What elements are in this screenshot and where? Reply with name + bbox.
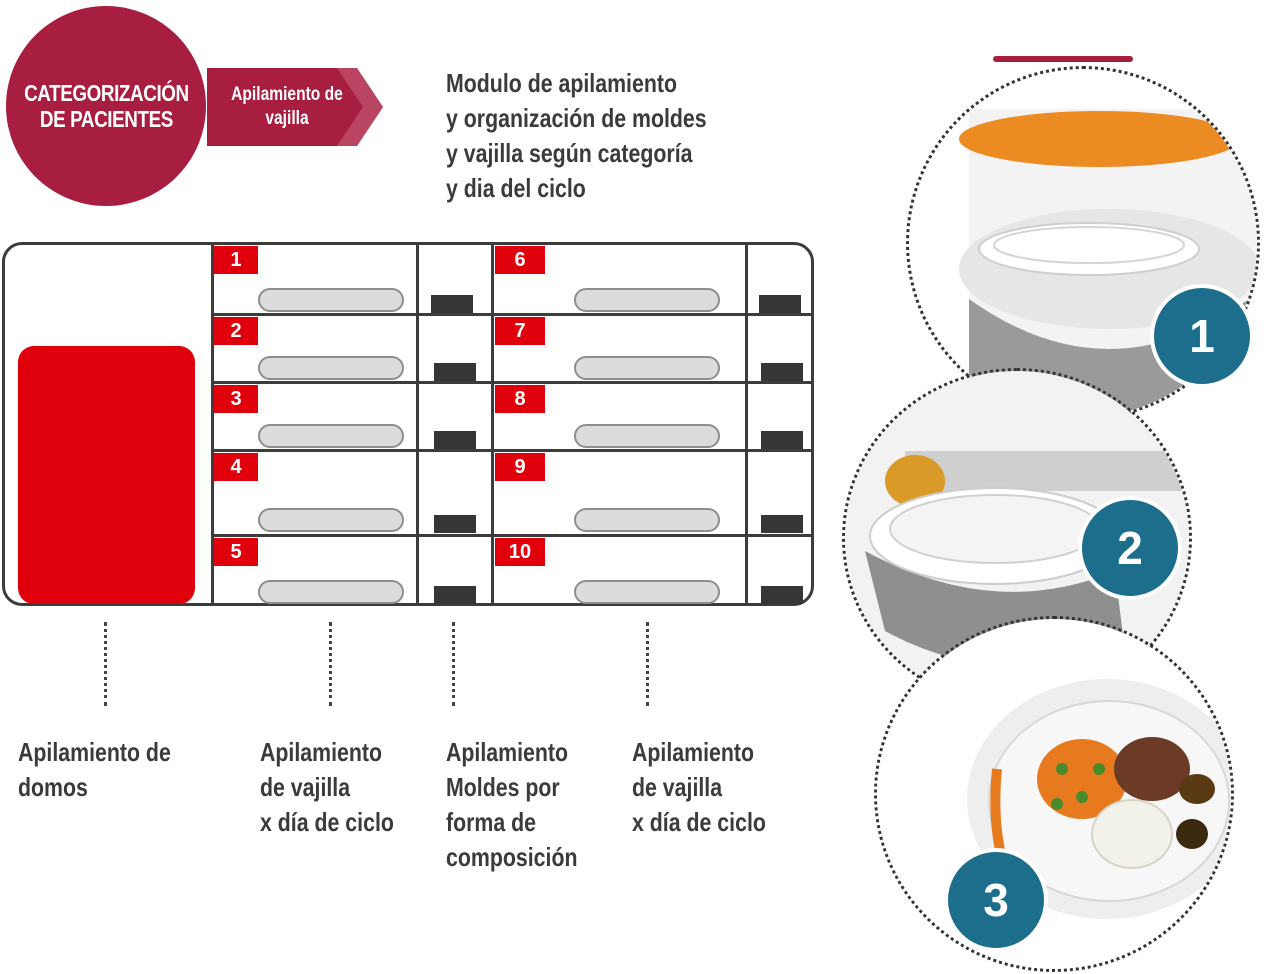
plate-stack <box>258 424 404 448</box>
plate-stack <box>574 356 720 380</box>
mold-block <box>434 363 476 381</box>
leader-line <box>452 622 455 706</box>
leader-line <box>646 622 649 706</box>
plate-stack <box>574 424 720 448</box>
label-vajilla-left: Apilamiento de vajilla x día de ciclo <box>260 737 394 837</box>
slot-number: 2 <box>214 317 258 345</box>
leader-line <box>329 622 332 706</box>
section-arrow-tag: Apilamiento de vajilla <box>207 68 385 146</box>
leader-line <box>104 622 107 706</box>
served-meal-photo-art <box>877 619 1231 969</box>
photo-number-badge: 3 <box>944 848 1048 952</box>
shelf-divider <box>416 244 419 606</box>
slot-number: 8 <box>495 385 545 413</box>
plate-stack <box>574 580 720 604</box>
arrow-shape <box>207 68 383 146</box>
photo-number-badge: 2 <box>1078 496 1182 600</box>
shelf-divider <box>745 244 748 606</box>
plate-stack <box>574 508 720 532</box>
mold-block <box>431 295 473 313</box>
section-arrow-text: Apilamiento de vajilla <box>231 84 343 129</box>
label-domos: Apilamiento de domos <box>18 737 171 802</box>
plate-stack <box>258 356 404 380</box>
slot-number: 7 <box>495 317 545 345</box>
category-badge: CATEGORIZACIÓN DE PACIENTES <box>6 6 206 206</box>
slot-number: 9 <box>495 453 545 481</box>
domo-stack-block <box>18 346 195 604</box>
mold-block <box>761 431 803 449</box>
shelf-divider <box>491 244 494 606</box>
slot-number: 5 <box>214 538 258 566</box>
photo-number-badge: 1 <box>1150 284 1254 388</box>
shelf-line <box>212 313 812 316</box>
plate-stack <box>258 508 404 532</box>
shelf-divider <box>211 244 214 606</box>
plate-stack <box>258 288 404 312</box>
shelf-line <box>212 449 812 452</box>
mold-block <box>761 515 803 533</box>
shelving-unit <box>2 242 814 606</box>
category-badge-text: CATEGORIZACIÓN DE PACIENTES <box>23 80 189 132</box>
served-meal-photo <box>874 616 1234 972</box>
label-moldes: Apilamiento Moldes por forma de composic… <box>446 737 578 872</box>
slot-number: 1 <box>214 246 258 274</box>
mold-block <box>434 515 476 533</box>
shelf-line <box>212 534 812 537</box>
slot-number: 6 <box>495 246 545 274</box>
mold-block <box>434 586 476 604</box>
slot-number: 3 <box>214 385 258 413</box>
plate-stack <box>258 580 404 604</box>
plate-stack <box>574 288 720 312</box>
mold-block <box>761 586 803 604</box>
slot-number: 4 <box>214 453 258 481</box>
slot-number: 10 <box>495 538 545 566</box>
shelf-line <box>212 381 812 384</box>
mold-block <box>761 363 803 381</box>
label-vajilla-right: Apilamiento de vajilla x día de ciclo <box>632 737 766 837</box>
mold-block <box>434 431 476 449</box>
accent-bar <box>993 56 1133 62</box>
intro-text: Modulo de apilamiento y organización de … <box>446 68 707 203</box>
mold-block <box>759 295 801 313</box>
